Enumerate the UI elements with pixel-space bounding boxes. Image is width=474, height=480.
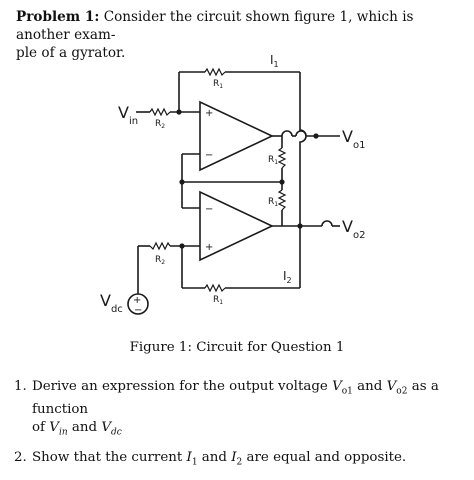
opamp-bottom-minus: −: [205, 204, 213, 215]
question-1: 1. Derive an expression for the output v…: [14, 378, 460, 441]
wire-hop-top: [299, 127, 307, 226]
problem-text: Consider the circuit shown figure 1, whi…: [16, 9, 414, 43]
question-2-text-a: Show that the current: [32, 450, 187, 466]
q1-v2: V: [386, 379, 397, 394]
q1-and2: and: [67, 419, 102, 435]
opamp-bottom-plus: +: [205, 242, 213, 253]
wire-out-top-hop: [281, 130, 293, 137]
q1-v4: V: [101, 419, 112, 435]
opamp-bottom: [199, 190, 274, 262]
wire-out-top-hop2: [295, 130, 307, 137]
question-2-text-b: are equal and opposite.: [242, 450, 407, 466]
problem-statement: Problem 1: Consider the circuit shown fi…: [16, 8, 462, 62]
source-minus: −: [134, 305, 142, 316]
q1-and1: and: [352, 379, 387, 394]
question-list: 1. Derive an expression for the output v…: [14, 378, 460, 480]
question-1-text-a: Derive an expression for the output volt…: [32, 379, 333, 394]
resistor-r1-mid: [277, 147, 287, 169]
circuit-diagram: + − + − − + R1 R2 R1 R1 R2 R1 I1 I2 Vin …: [100, 53, 365, 316]
opamp-top-plus: +: [205, 108, 213, 119]
opamp-top: [199, 100, 274, 172]
q2-and: and: [197, 450, 232, 466]
figure-caption: Figure 1: Circuit for Question 1: [129, 340, 345, 355]
question-1-text-b: as a function: [32, 379, 439, 417]
opamp-top-minus: −: [205, 150, 213, 161]
q1-v3: V: [49, 419, 59, 435]
problem-label: Problem 1:: [16, 9, 100, 25]
resistor-r1-top: [204, 67, 226, 77]
label-vin: Vin: [118, 103, 138, 127]
wire-out-bottom-hop: [321, 220, 333, 227]
label-r2-top: R2: [155, 119, 165, 130]
q1-o1: o1: [341, 386, 353, 397]
question-2-number: 2.: [14, 450, 27, 466]
source-plus: +: [133, 295, 141, 306]
label-vdc: Vdc: [100, 291, 123, 315]
q1-v: V: [332, 379, 342, 394]
question-2: 2. Show that the current I1 and I2 are e…: [14, 449, 460, 472]
label-r1-mid: R1: [268, 155, 278, 166]
label-r1-bottom: R1: [213, 295, 223, 306]
q1-in: in: [58, 427, 68, 438]
question-1-text-c: of: [32, 419, 50, 435]
problem-text-line2: ple of a gyrator.: [16, 45, 126, 61]
node-vo1: [313, 133, 319, 139]
q1-dc: dc: [111, 427, 122, 438]
resistor-r1-bottom: [204, 283, 226, 293]
label-r1-low: R1: [268, 197, 278, 208]
label-r2-bottom: R2: [155, 255, 165, 266]
resistor-r2-bottom: [149, 241, 171, 251]
resistor-r1-low: [277, 189, 287, 211]
label-vo1: Vo1: [342, 127, 365, 151]
label-vo2: Vo2: [342, 217, 365, 241]
vdc-source: [127, 293, 149, 315]
resistor-r2-top: [149, 107, 171, 117]
label-r1-top: R1: [213, 79, 223, 90]
q1-o2: o2: [396, 386, 408, 397]
question-1-number: 1.: [14, 379, 27, 394]
label-i2: I2: [283, 269, 292, 285]
label-i1: I1: [270, 53, 279, 69]
